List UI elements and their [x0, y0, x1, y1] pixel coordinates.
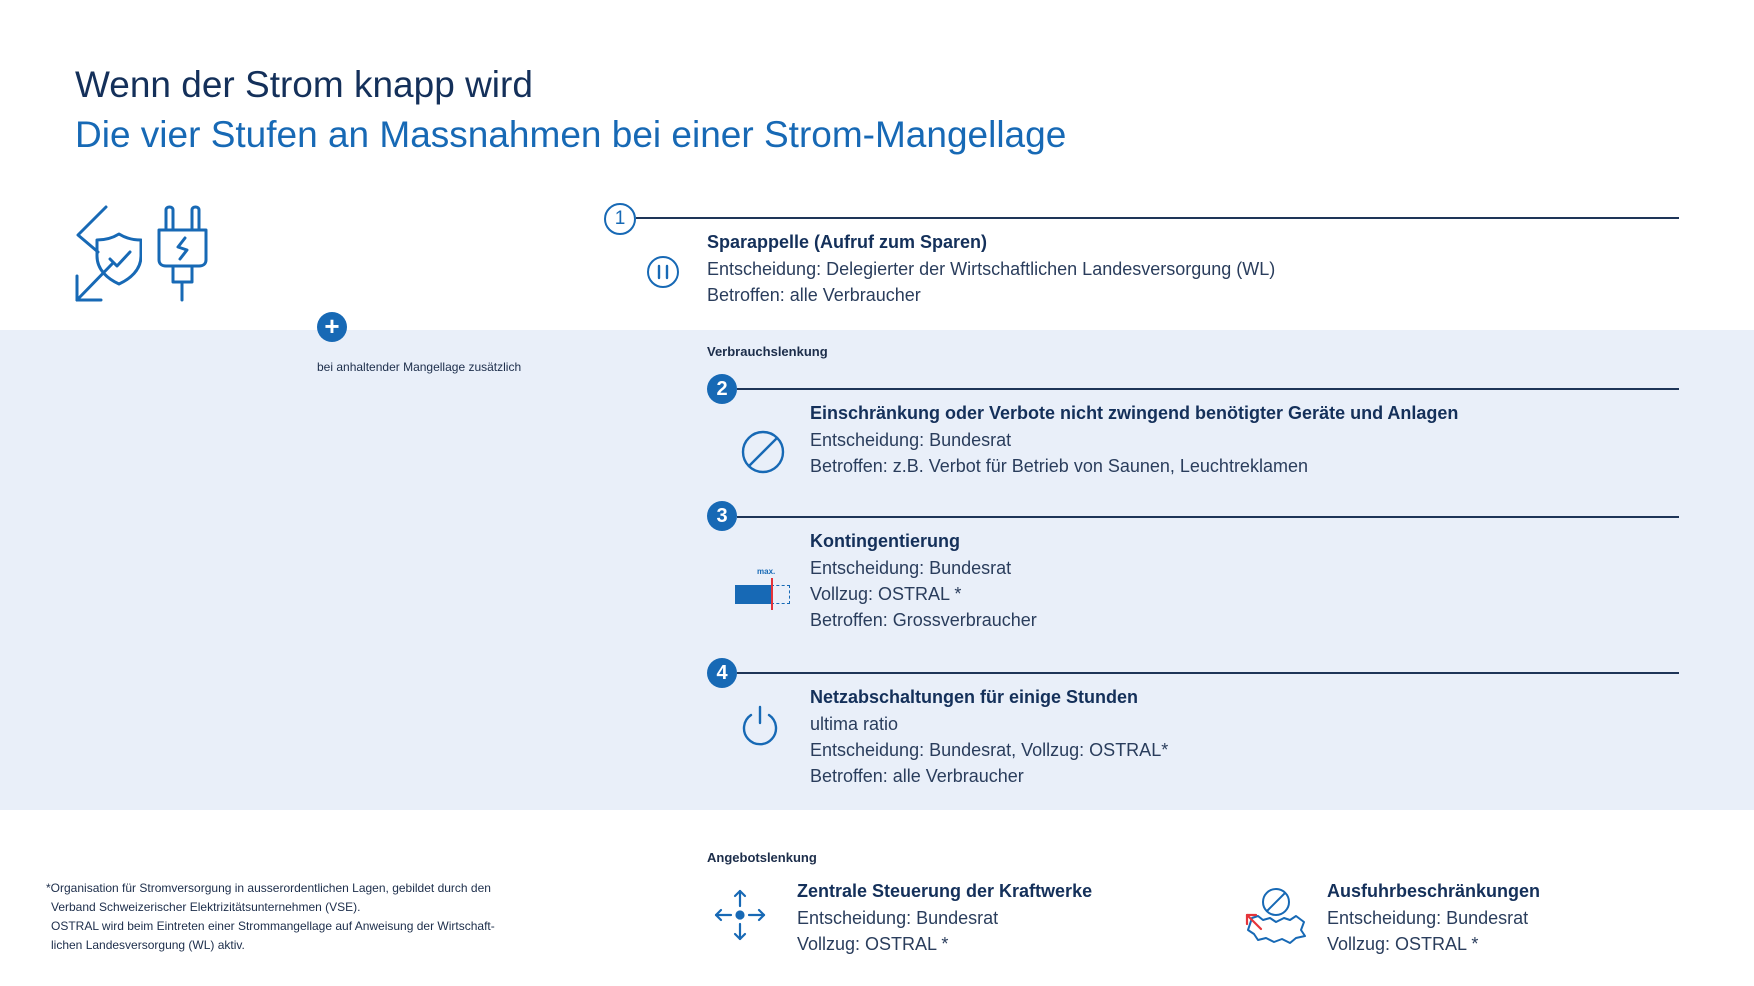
step-4-decision: Entscheidung: Bundesrat, Vollzug: OSTRAL…	[810, 740, 1169, 760]
step-3-number: 3	[707, 501, 737, 531]
step-1-number: 1	[604, 203, 636, 235]
power-plug-icon	[157, 205, 208, 302]
step-4-affected: Betroffen: alle Verbraucher	[810, 766, 1024, 786]
shield-arrow-icon	[75, 205, 142, 302]
footnote-line: Verband Schweizerischer Elektrizitätsunt…	[51, 900, 361, 914]
step-3-decision: Entscheidung: Bundesrat	[810, 558, 1012, 578]
supply-1-execution: Vollzug: OSTRAL *	[797, 934, 949, 954]
pause-icon	[647, 256, 679, 288]
footnote: *Organisation für Stromversorgung in aus…	[46, 879, 495, 955]
quota-remaining	[771, 585, 790, 604]
step-3-title: Kontingentierung	[810, 531, 960, 551]
step-2-number: 2	[707, 374, 737, 404]
supply-2-title: Ausfuhrbeschränkungen	[1327, 881, 1541, 901]
export-restriction-icon	[1245, 888, 1306, 944]
step-2-affected: Betroffen: z.B. Verbot für Betrieb von S…	[810, 456, 1308, 476]
consumption-section-label: Verbrauchslenkung	[707, 344, 828, 359]
footnote-line: OSTRAL wird beim Eintreten einer Stromma…	[51, 919, 495, 933]
step-3-divider	[737, 516, 1679, 518]
step-2-divider	[737, 388, 1679, 390]
page-title: Wenn der Strom knapp wird	[75, 64, 533, 105]
supply-2-execution: Vollzug: OSTRAL *	[1327, 934, 1479, 954]
plus-icon: +	[317, 312, 347, 342]
step-1-affected: Betroffen: alle Verbraucher	[707, 285, 921, 305]
step-3-execution: Vollzug: OSTRAL *	[810, 584, 962, 604]
supply-1-decision: Entscheidung: Bundesrat	[797, 908, 999, 928]
step-3-affected: Betroffen: Grossverbraucher	[810, 610, 1037, 630]
step-2-title: Einschränkung oder Verbote nicht zwingen…	[810, 403, 1459, 423]
quota-max-label: max.	[757, 567, 776, 576]
step-4-number: 4	[707, 658, 737, 688]
consumption-band	[0, 330, 1754, 810]
quota-bar	[735, 585, 771, 604]
step-4-divider	[737, 672, 1679, 674]
prohibited-icon	[741, 430, 785, 474]
quota-limit-line	[771, 578, 773, 610]
supply-2-decision: Entscheidung: Bundesrat	[1327, 908, 1529, 928]
additional-measures-note: bei anhaltender Mangellage zusätzlich	[317, 360, 522, 374]
step-1-title: Sparappelle (Aufruf zum Sparen)	[707, 232, 988, 252]
footnote-line: *Organisation für Stromversorgung in aus…	[46, 881, 491, 895]
supply-1-title: Zentrale Steuerung der Kraftwerke	[797, 881, 1093, 901]
step-4-title: Netzabschaltungen für einige Stunden	[810, 687, 1139, 707]
footnote-line: lichen Landesversorgung (WL) aktiv.	[51, 938, 245, 952]
step-4-note: ultima ratio	[810, 714, 899, 734]
page-subtitle: Die vier Stufen an Massnahmen bei einer …	[75, 114, 1067, 155]
step-1-decision: Entscheidung: Delegierter der Wirtschaft…	[707, 259, 1276, 279]
step-1-divider	[636, 217, 1679, 219]
central-control-icon	[714, 889, 766, 941]
step-2-decision: Entscheidung: Bundesrat	[810, 430, 1012, 450]
quota-icon: max.	[735, 567, 795, 615]
power-off-icon	[742, 705, 778, 746]
supply-section-label: Angebotslenkung	[707, 850, 817, 865]
